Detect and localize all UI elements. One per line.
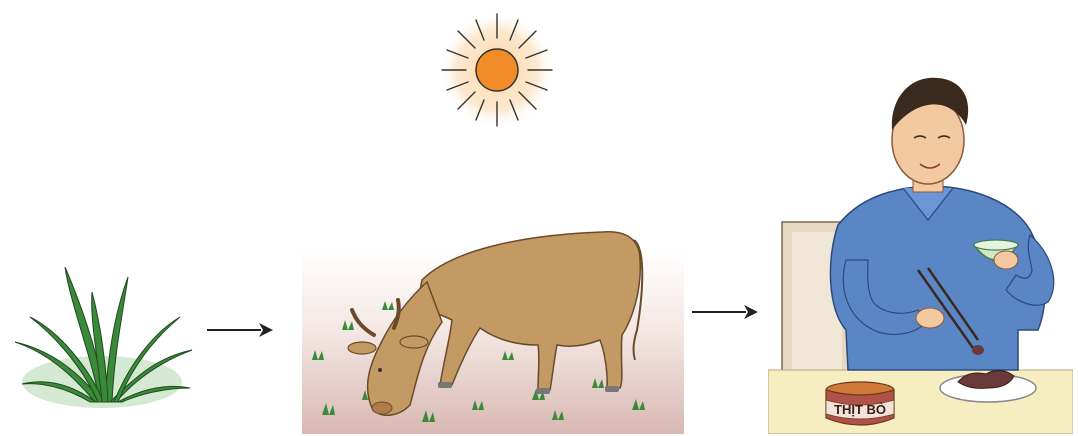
man-eating-icon: THỊT BÒ (768, 70, 1073, 434)
arrow-cow-to-man (690, 300, 760, 324)
grass-icon (10, 262, 195, 412)
sun-icon (432, 10, 562, 130)
cow-grazing-icon (302, 210, 684, 434)
can-label: THỊT BÒ (834, 402, 886, 417)
arrow-grass-to-cow (205, 318, 275, 342)
